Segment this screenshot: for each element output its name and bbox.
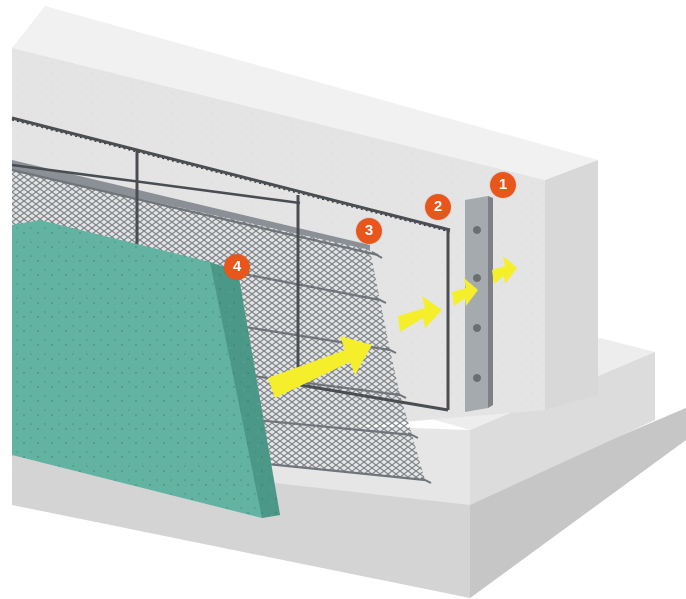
insulation-panel	[12, 220, 280, 518]
marker-3: 3	[356, 218, 382, 244]
marker-1: 1	[490, 172, 516, 198]
anchor-plate	[465, 196, 493, 412]
right-arrow-icon	[452, 278, 478, 306]
right-arrow-icon	[398, 296, 442, 332]
right-arrow-icon	[268, 336, 372, 398]
marker-2: 2	[425, 194, 451, 220]
right-arrow-icon	[492, 256, 517, 284]
marker-4: 4	[224, 254, 250, 280]
rebar-grid	[11, 116, 452, 412]
